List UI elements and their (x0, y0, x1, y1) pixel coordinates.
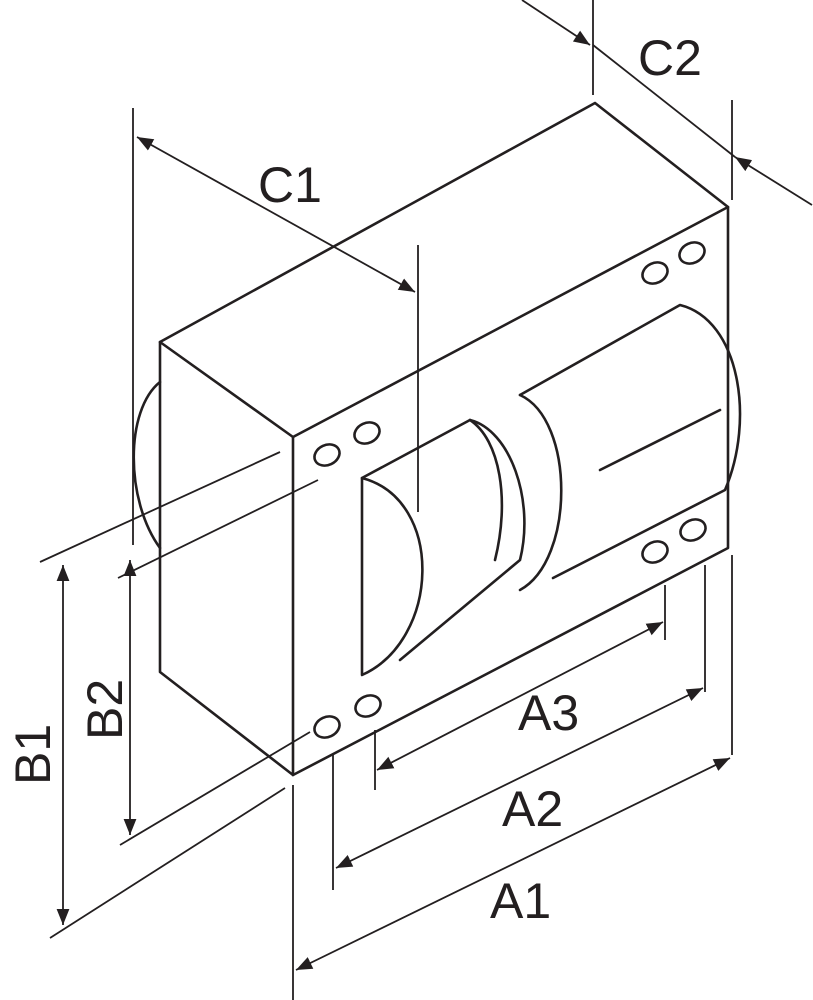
front-face (291, 205, 730, 777)
dimension-a3: A3 (374, 585, 666, 790)
label-b1: B1 (5, 724, 61, 785)
dimension-b1: B1 (5, 451, 286, 939)
mounting-holes (313, 241, 707, 739)
label-c1: C1 (258, 157, 322, 213)
label-c2: C2 (638, 30, 702, 86)
left-face (158, 340, 295, 777)
coil-left (360, 418, 526, 677)
ballast-body (132, 101, 742, 777)
label-a2: A2 (502, 781, 563, 837)
coil-right (518, 303, 742, 592)
left-bulge (132, 380, 162, 550)
dimension-c1: C1 (132, 108, 419, 545)
dimension-a2: A2 (332, 565, 706, 890)
label-b2: B2 (77, 679, 133, 740)
dimension-a1: A1 (292, 555, 733, 1000)
dimension-c2: C2 (521, 0, 813, 206)
label-a3: A3 (518, 685, 579, 741)
label-a1: A1 (490, 873, 551, 929)
dimension-b2: B2 (77, 479, 319, 846)
